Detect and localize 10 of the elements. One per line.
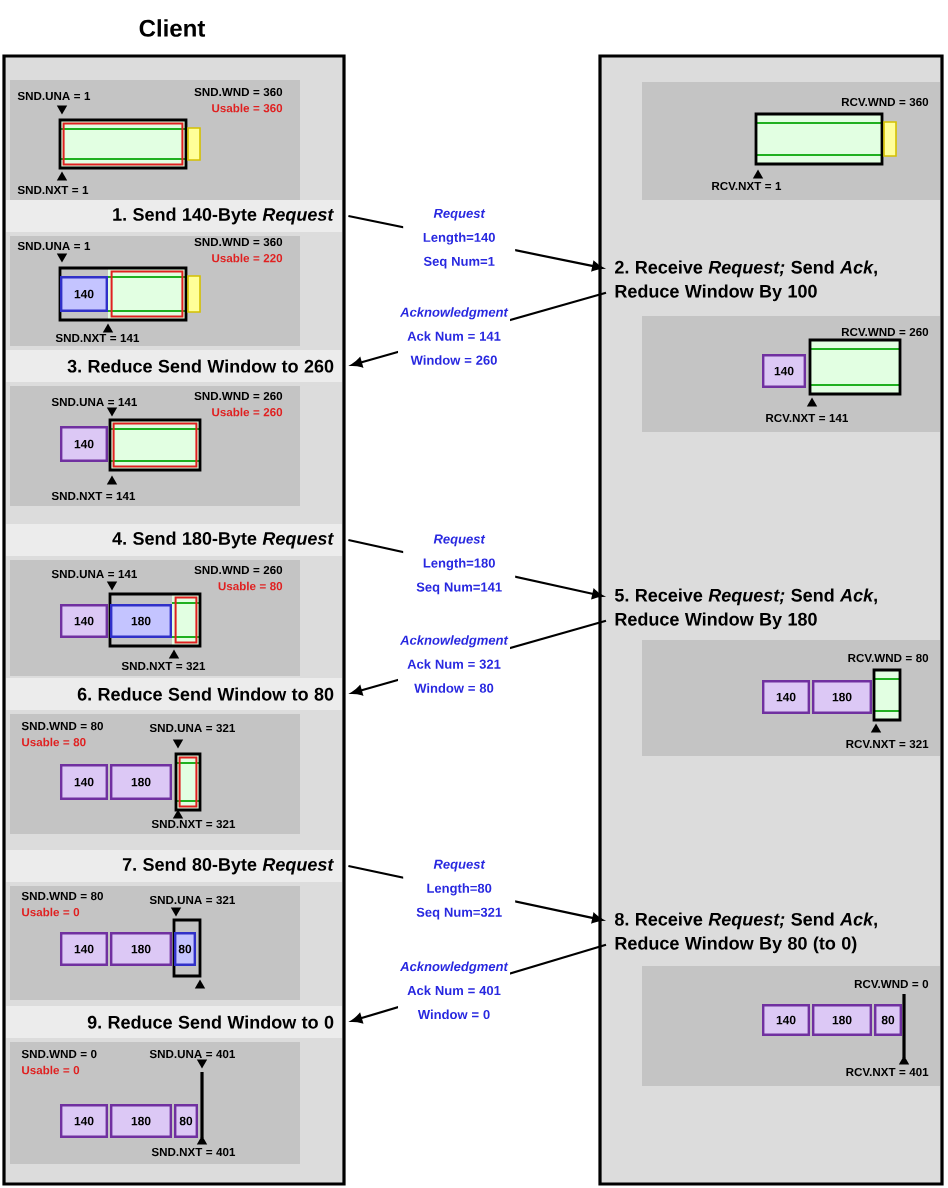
step-text: 5. Receive Request; Send Ack, Reduce Window By 180 [614,588,877,630]
step-band: 6. Reduce Send Window to 80 [6,678,342,710]
step-text: 8. Receive Request; Send Ack, Reduce Window By 80 (to 0) [614,912,877,954]
step-band: 3. Reduce Send Window to 260 [6,350,342,382]
step-band: 9. Reduce Send Window to 0 [6,1006,342,1038]
step-text: 2. Receive Request; Send Ack, Reduce Window By 100 [615,260,877,302]
panel-title: Client [139,19,206,37]
step-band: 1. Send 140-Byte Request [6,200,342,232]
step-band: 4. Send 180-Byte Request [6,524,342,556]
step-band: 7. Send 80-Byte Request [6,850,342,882]
